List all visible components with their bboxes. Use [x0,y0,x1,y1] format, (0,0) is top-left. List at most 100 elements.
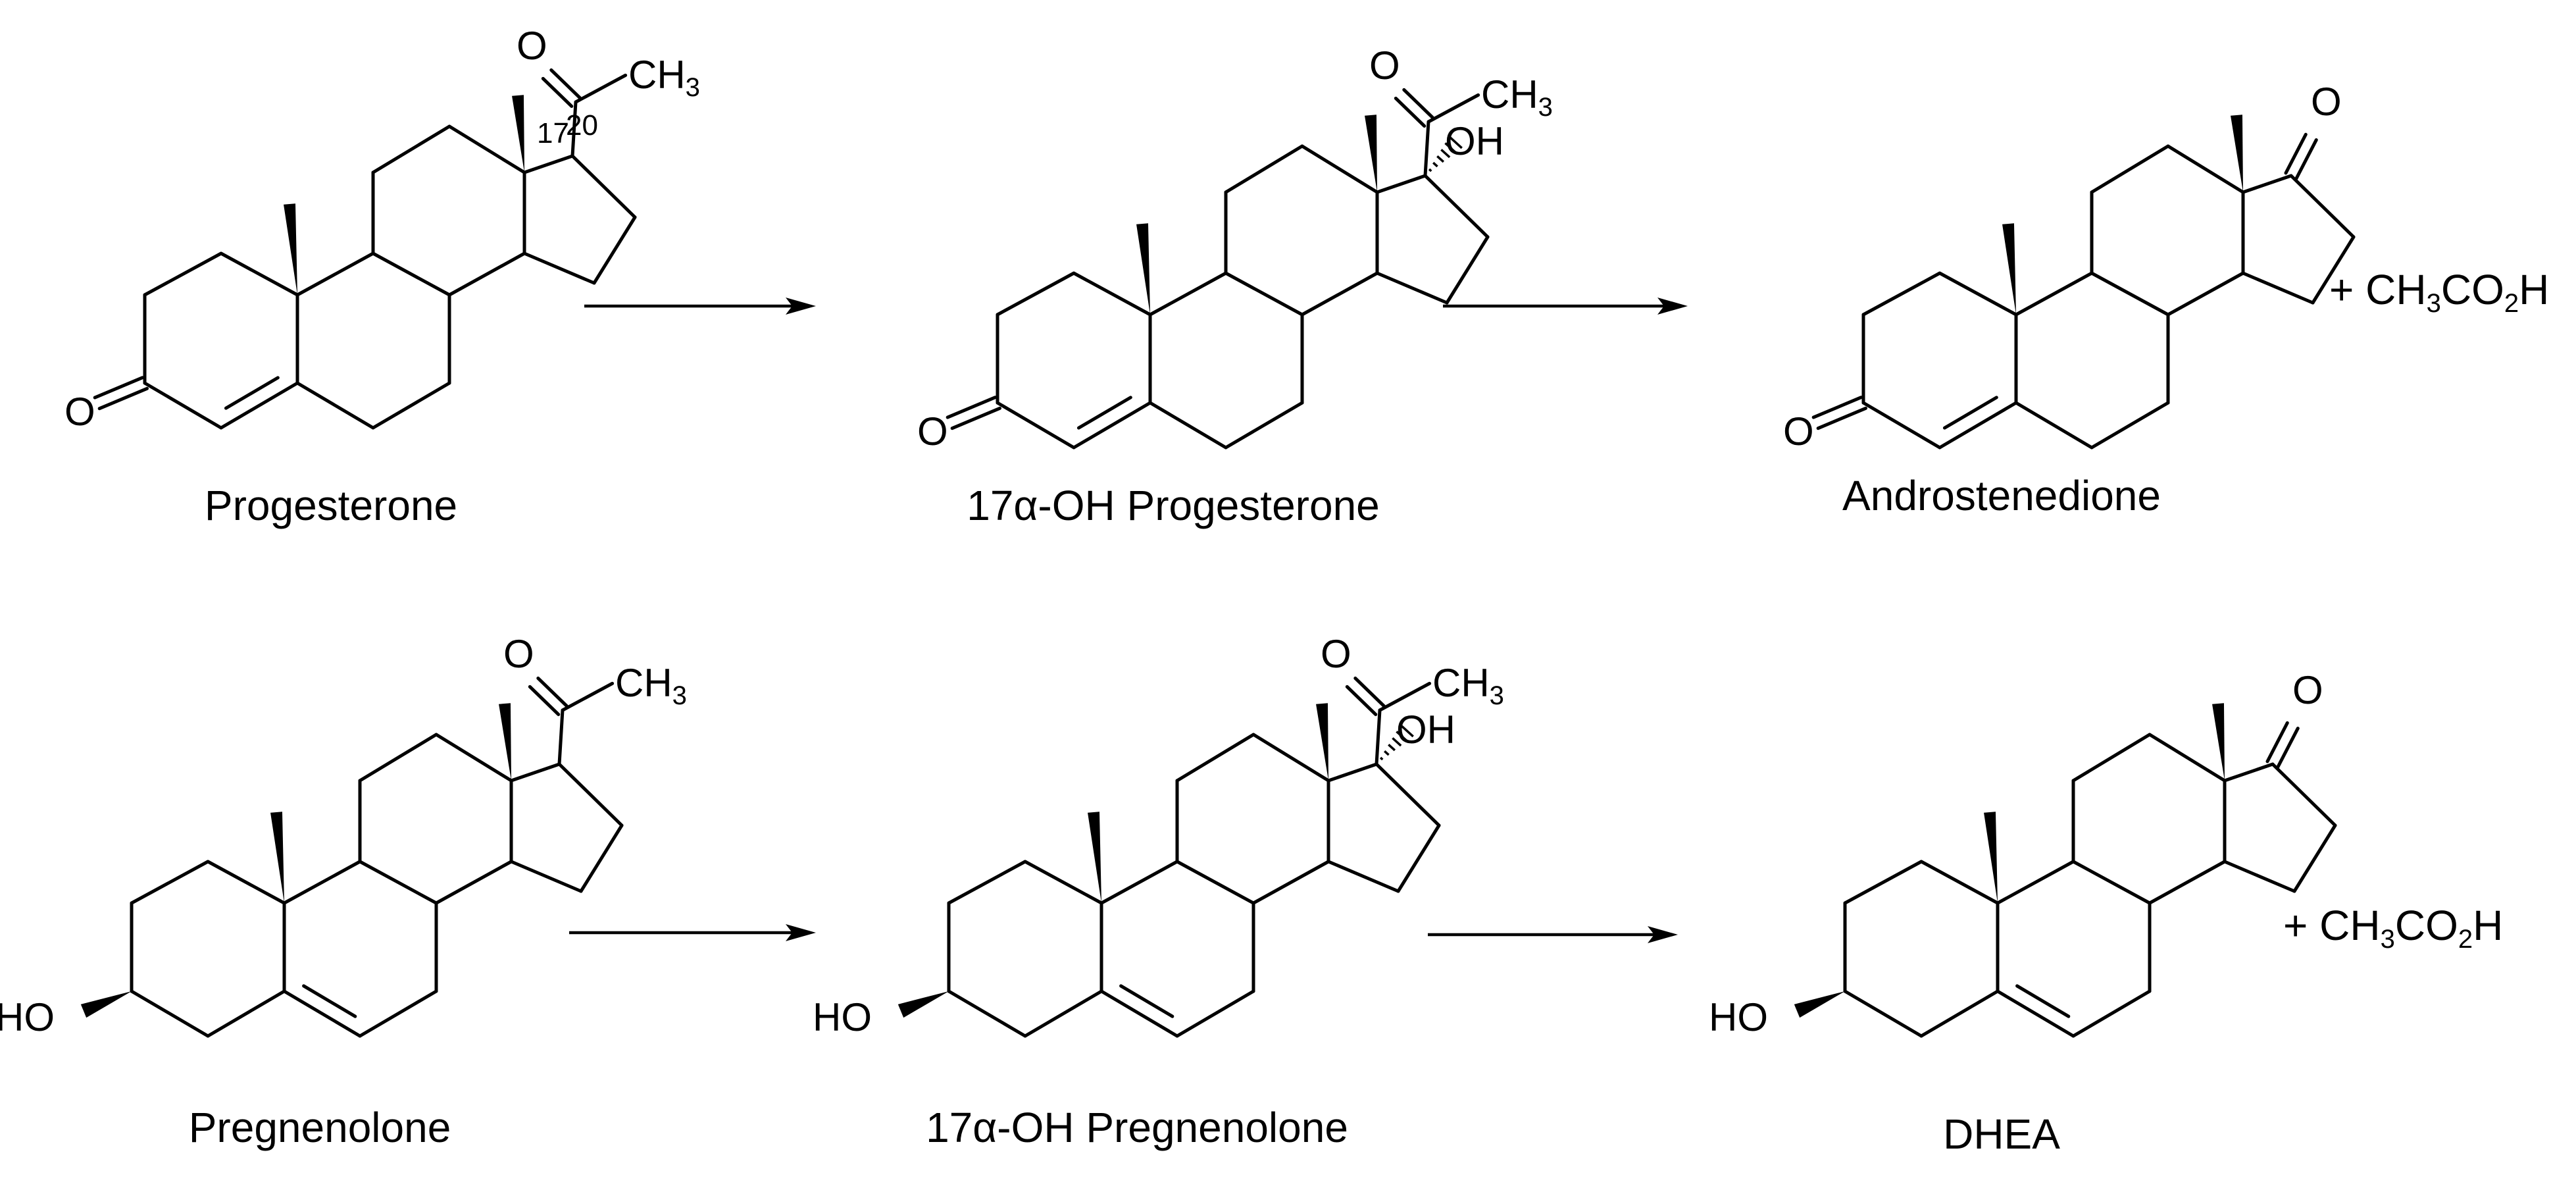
o3-label: O [64,390,95,434]
ch3-label: CH3 [1481,72,1553,122]
compound-name: Progesterone [205,482,457,529]
carbonyl-c3 [950,406,1001,430]
ring-bond [1375,271,1449,305]
ring-bond [557,762,624,827]
ring-bond [1148,271,1228,317]
ring-bond [1996,860,2075,905]
double-bond-c4-c5 [1942,396,1998,430]
ring-bond [947,989,1027,1038]
o20-label: O [1321,632,1351,676]
double-bond-c4-c5 [1076,396,1132,430]
methyl-wedge-c18 [499,703,511,781]
ring-bond [143,251,223,297]
ring-bond [592,215,637,285]
ring-bond [2166,271,2245,317]
compound-name: DHEA [1943,1110,2060,1158]
molecule-3: OO [1783,80,2356,453]
c17-c20-bond [1375,708,1382,766]
ring-bond [206,860,286,905]
carbonyl-c3 [93,376,145,400]
ring-bond [371,124,451,174]
ring-bond [358,733,438,783]
ring-bond [1023,860,1103,905]
ring-bond [206,989,286,1038]
c20-c21-bond [1427,93,1480,124]
byproduct-acetic-acid: + CH3CO2H [2329,266,2549,318]
ring-bond [2090,144,2170,194]
carbonyl-c17 [2294,138,2318,180]
ring-bond [1843,860,1923,905]
molecule-6: HO O [1709,668,2337,1039]
oh-wedge [897,991,949,1018]
ring-bond [1023,989,1103,1038]
compound-name: 17α-OH Progesterone [967,482,1380,529]
ring-bond [2271,762,2337,827]
ring-bond [2223,762,2275,783]
ring-bond [2289,174,2356,239]
ring-bond [2292,823,2337,893]
ring-bond [1375,762,1441,827]
ring-bond [2014,401,2094,450]
reaction-arrow [569,924,816,941]
methyl-wedge-c19 [1136,223,1150,315]
locant-20: 20 [566,109,598,142]
methyl-wedge-c18 [2231,115,2243,192]
double-bond-c5-c6 [2015,984,2071,1018]
ring-bond [371,251,451,297]
ring-bond [522,154,574,174]
o17-label: O [2311,80,2342,124]
carbonyl-c20 [1394,96,1427,128]
ring-bond [1072,271,1152,317]
compound-name: Androstenedione [1842,472,2161,519]
ring-bond [1938,271,2018,317]
ring-bond [130,989,210,1038]
ho-label: HO [1709,995,1768,1039]
ring-bond [2090,401,2170,450]
ring-bond [434,860,513,905]
o3-label: O [1783,409,1814,453]
oh17-label: OH [1445,119,1504,163]
compound-name: Pregnenolone [189,1104,451,1151]
arrow-head [786,298,816,315]
ring-bond [509,860,583,893]
ring-bond [1148,401,1228,450]
ring-bond [1861,401,1942,450]
ring-bond [996,271,1076,317]
ring-bond [1224,271,1304,317]
o17-label: O [2292,668,2323,712]
ring-bond [2071,733,2152,783]
ring-bond [2148,860,2227,905]
ring-bond [1175,989,1255,1038]
ring-bond [1445,235,1490,305]
o20-label: O [1369,43,1400,88]
c20-c21-bond [1378,681,1432,712]
carbonyl-c20 [528,685,561,716]
ring-bond [371,381,451,430]
ring-bond [2311,235,2356,305]
carbonyl-c20 [1402,88,1434,120]
carbonyl-c17 [2284,132,2308,175]
methyl-wedge-c18 [1316,703,1328,781]
reaction-arrow [1443,298,1688,315]
methyl-wedge-c19 [284,203,297,295]
oh-wedge [80,991,132,1018]
ring-bond [447,251,526,297]
byproduct-acetic-acid: + CH3CO2H [2283,902,2503,954]
ring-bond [1099,989,1179,1038]
methyl-wedge-c18 [1365,115,1377,192]
oh-hash-bond [1428,136,1463,172]
ring-bond [2090,271,2170,317]
ring-bond [130,860,210,905]
ring-bond [570,154,637,219]
ch3-label: CH3 [1432,661,1504,710]
ring-bond [143,381,223,430]
ring-bond [1175,860,1255,905]
methyl-wedge-c18 [2212,703,2225,781]
carbonyl-c17 [2276,727,2300,769]
c17-c20-bond [557,708,565,766]
carbonyl-c3 [946,396,998,419]
carbonyl-c3 [1811,396,1863,419]
ring-bond [1375,174,1427,194]
